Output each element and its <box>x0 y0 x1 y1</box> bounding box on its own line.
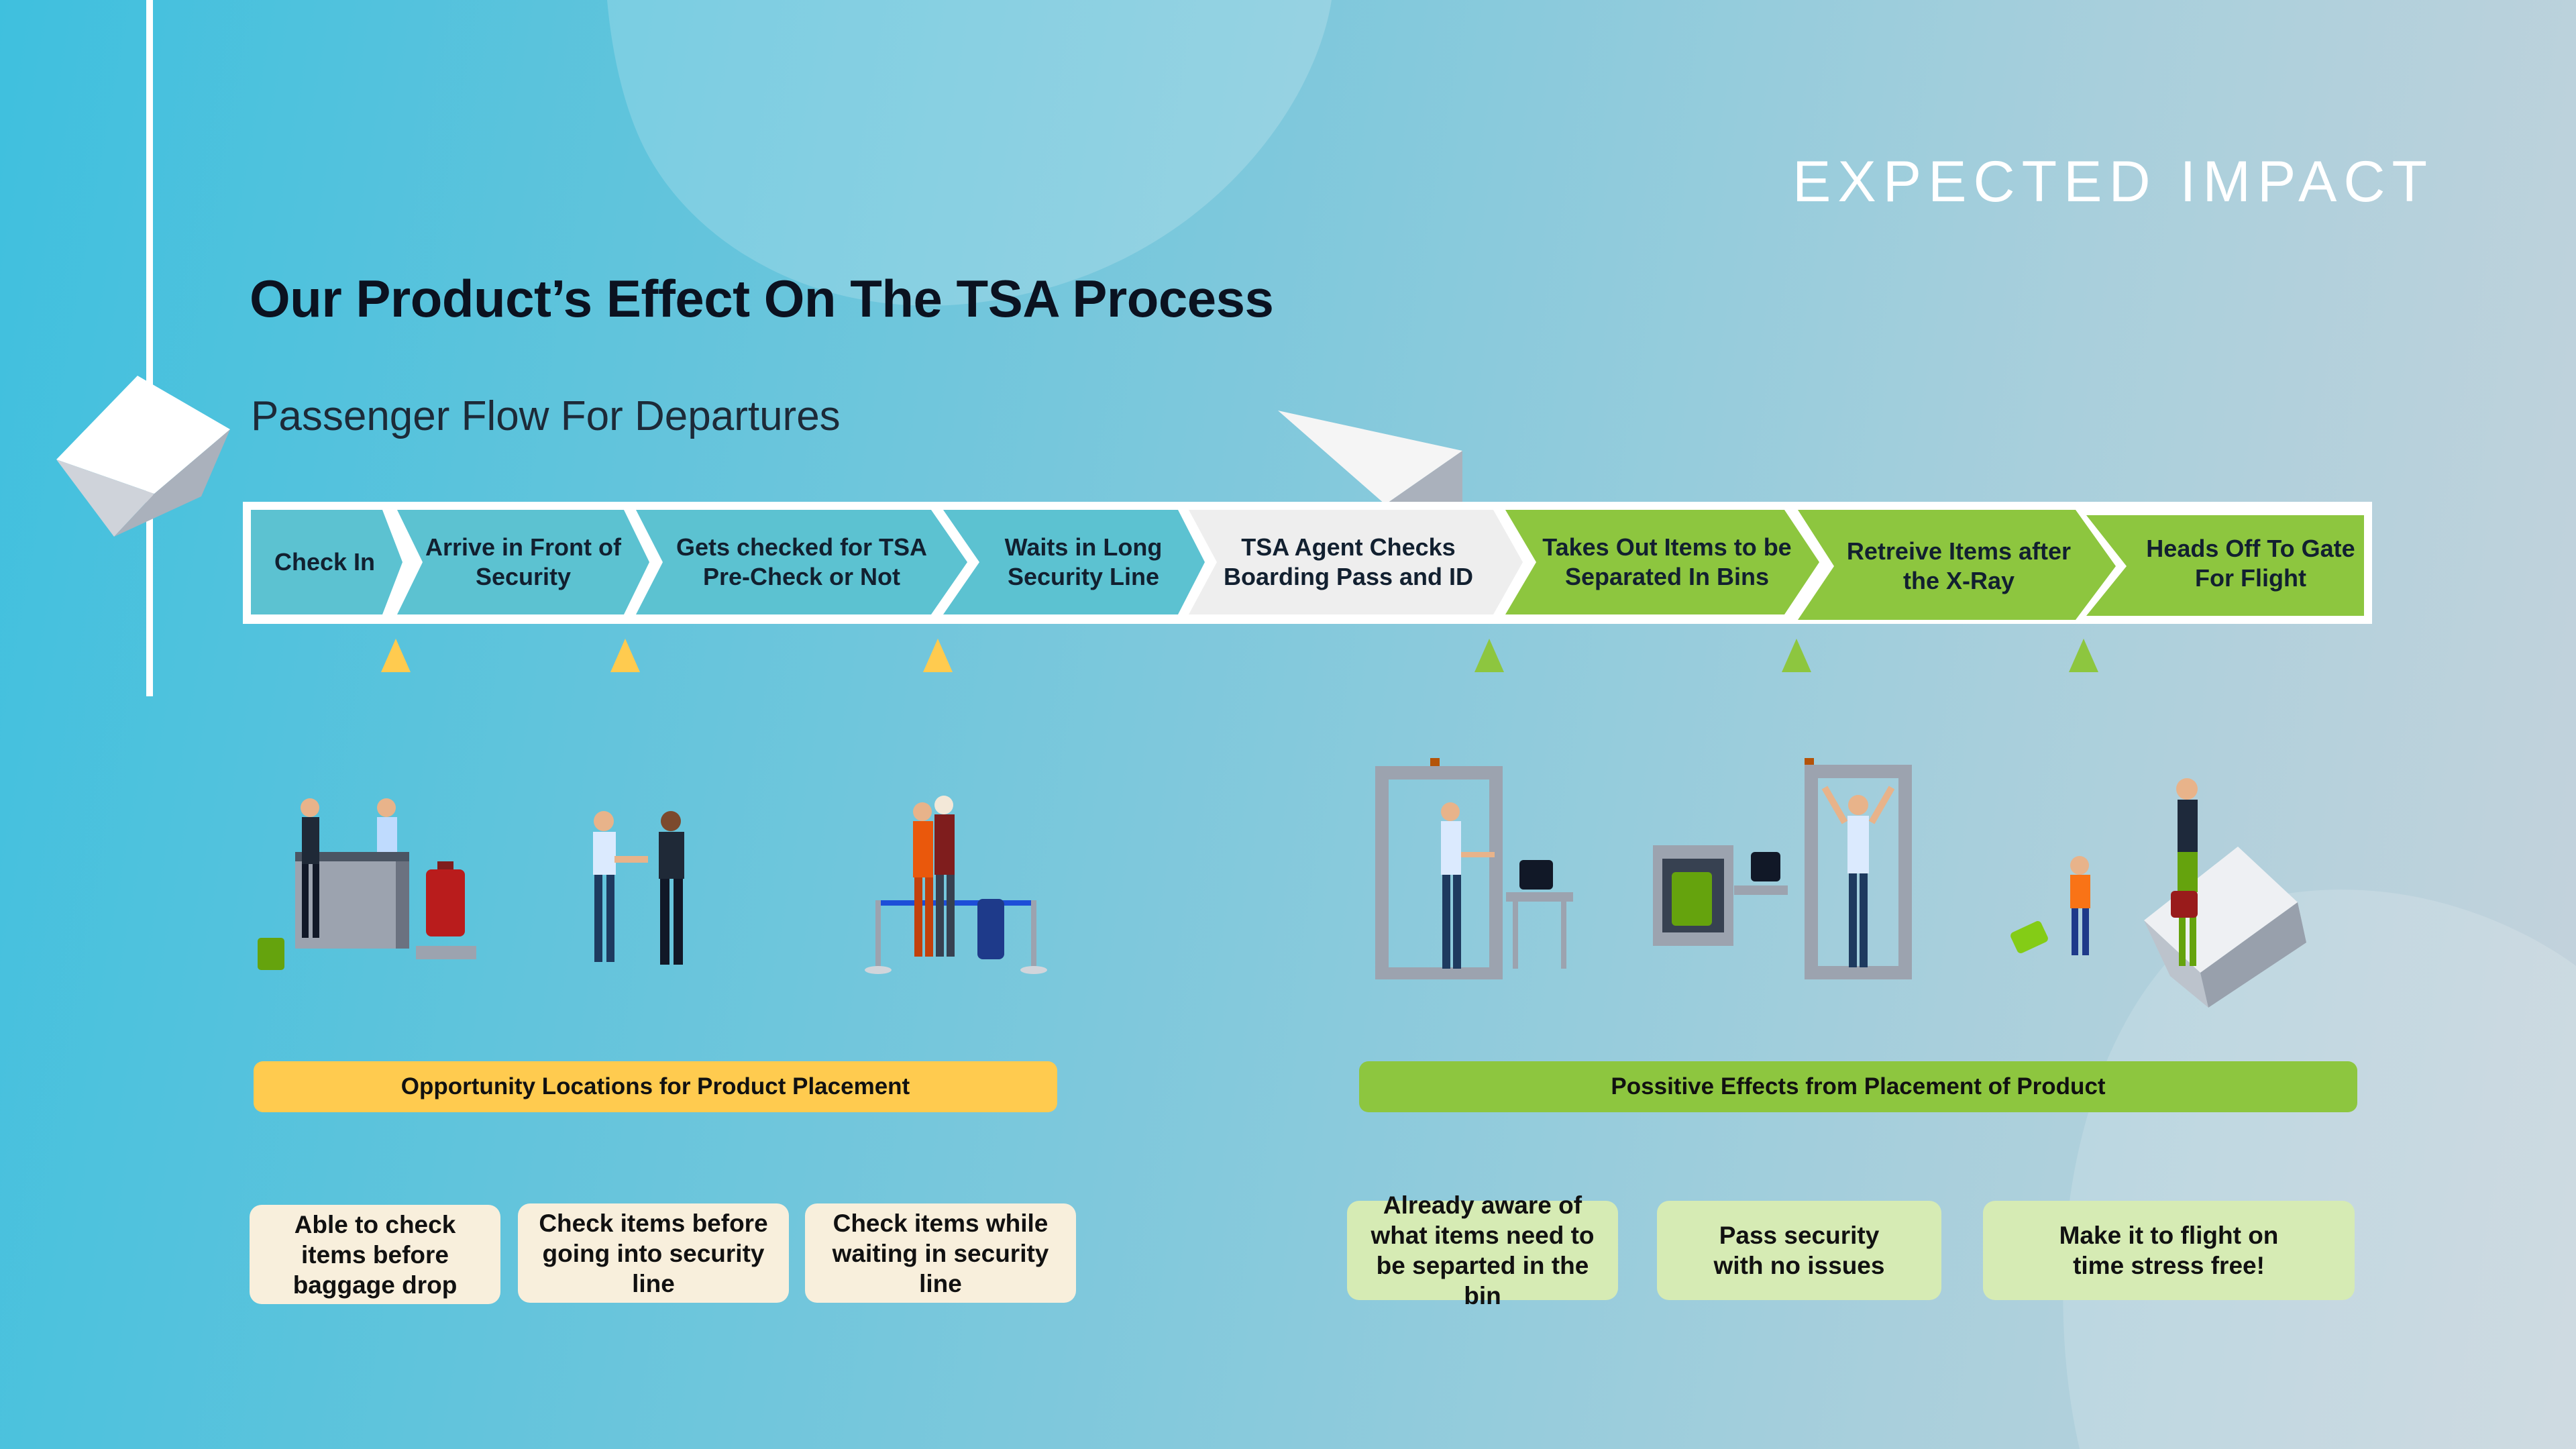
check-in-counter-scene <box>258 798 476 970</box>
flow-step-7-shape <box>1798 510 2116 620</box>
flow-step-4-shape <box>943 510 1205 614</box>
effect-marker-1 <box>1474 639 1504 672</box>
flow-step-separate-bins: Takes Out Items to be Separated In Bins <box>1542 533 1792 590</box>
effect-card-3: Make it to flight on time stress free! <box>1983 1201 2355 1300</box>
flow-step-heads-gate: Heads Off To Gate For Flight <box>2146 535 2355 592</box>
opportunity-banner: Opportunity Locations for Product Placem… <box>254 1061 1057 1112</box>
effect-card-2: Pass security with no issues <box>1657 1201 1941 1300</box>
effects-banner: Possitive Effects from Placement of Prod… <box>1359 1061 2357 1112</box>
security-greeting-scene <box>593 811 684 965</box>
opportunity-marker-1 <box>381 639 411 672</box>
page-subtitle: Passenger Flow For Departures <box>251 393 841 439</box>
flow-step-waits-line: Waits in Long Security Line <box>1004 533 1163 590</box>
opportunity-marker-2 <box>610 639 640 672</box>
opportunity-card-3: Check items while waiting in security li… <box>805 1203 1076 1303</box>
flow-step-arrive-security: Arrive in Front of Security <box>425 533 621 590</box>
effect-marker-2 <box>1782 639 1811 672</box>
opportunity-marker-3 <box>923 639 953 672</box>
flow-step-check-in: Check In <box>274 548 376 576</box>
opportunity-card-1: Able to check items before baggage drop <box>250 1205 500 1304</box>
flow-step-1-shape <box>251 510 402 614</box>
flow-step-8-shape <box>2086 515 2364 616</box>
paper-plane-decoration <box>1278 411 1462 510</box>
flow-step-2-shape <box>397 510 649 614</box>
flow-step-precheck: Gets checked for TSA Pre-Check or Not <box>676 533 928 590</box>
heading-to-gate-scene <box>2010 778 2198 966</box>
cube-decoration-left <box>56 376 230 537</box>
flow-step-6-shape <box>1505 510 1819 614</box>
metal-detector-scene <box>1375 758 1573 979</box>
opportunity-card-2: Check items before going into security l… <box>518 1203 789 1303</box>
xray-scanner-scene <box>1653 758 1912 979</box>
effect-card-1: Already aware of what items need to be s… <box>1347 1191 1618 1309</box>
section-label: EXPECTED IMPACT <box>1792 150 2434 214</box>
flow-step-3-shape <box>636 510 967 614</box>
effect-marker-3 <box>2069 639 2098 672</box>
flow-step-retrieve-items: Retreive Items after the X-Ray <box>1846 537 2072 594</box>
waiting-in-line-scene <box>865 796 1047 974</box>
flow-step-agent-checks: TSA Agent Checks Boarding Pass and ID <box>1223 533 1474 590</box>
flow-step-5-shape <box>1189 510 1523 614</box>
page-title: Our Product’s Effect On The TSA Process <box>250 269 1274 328</box>
